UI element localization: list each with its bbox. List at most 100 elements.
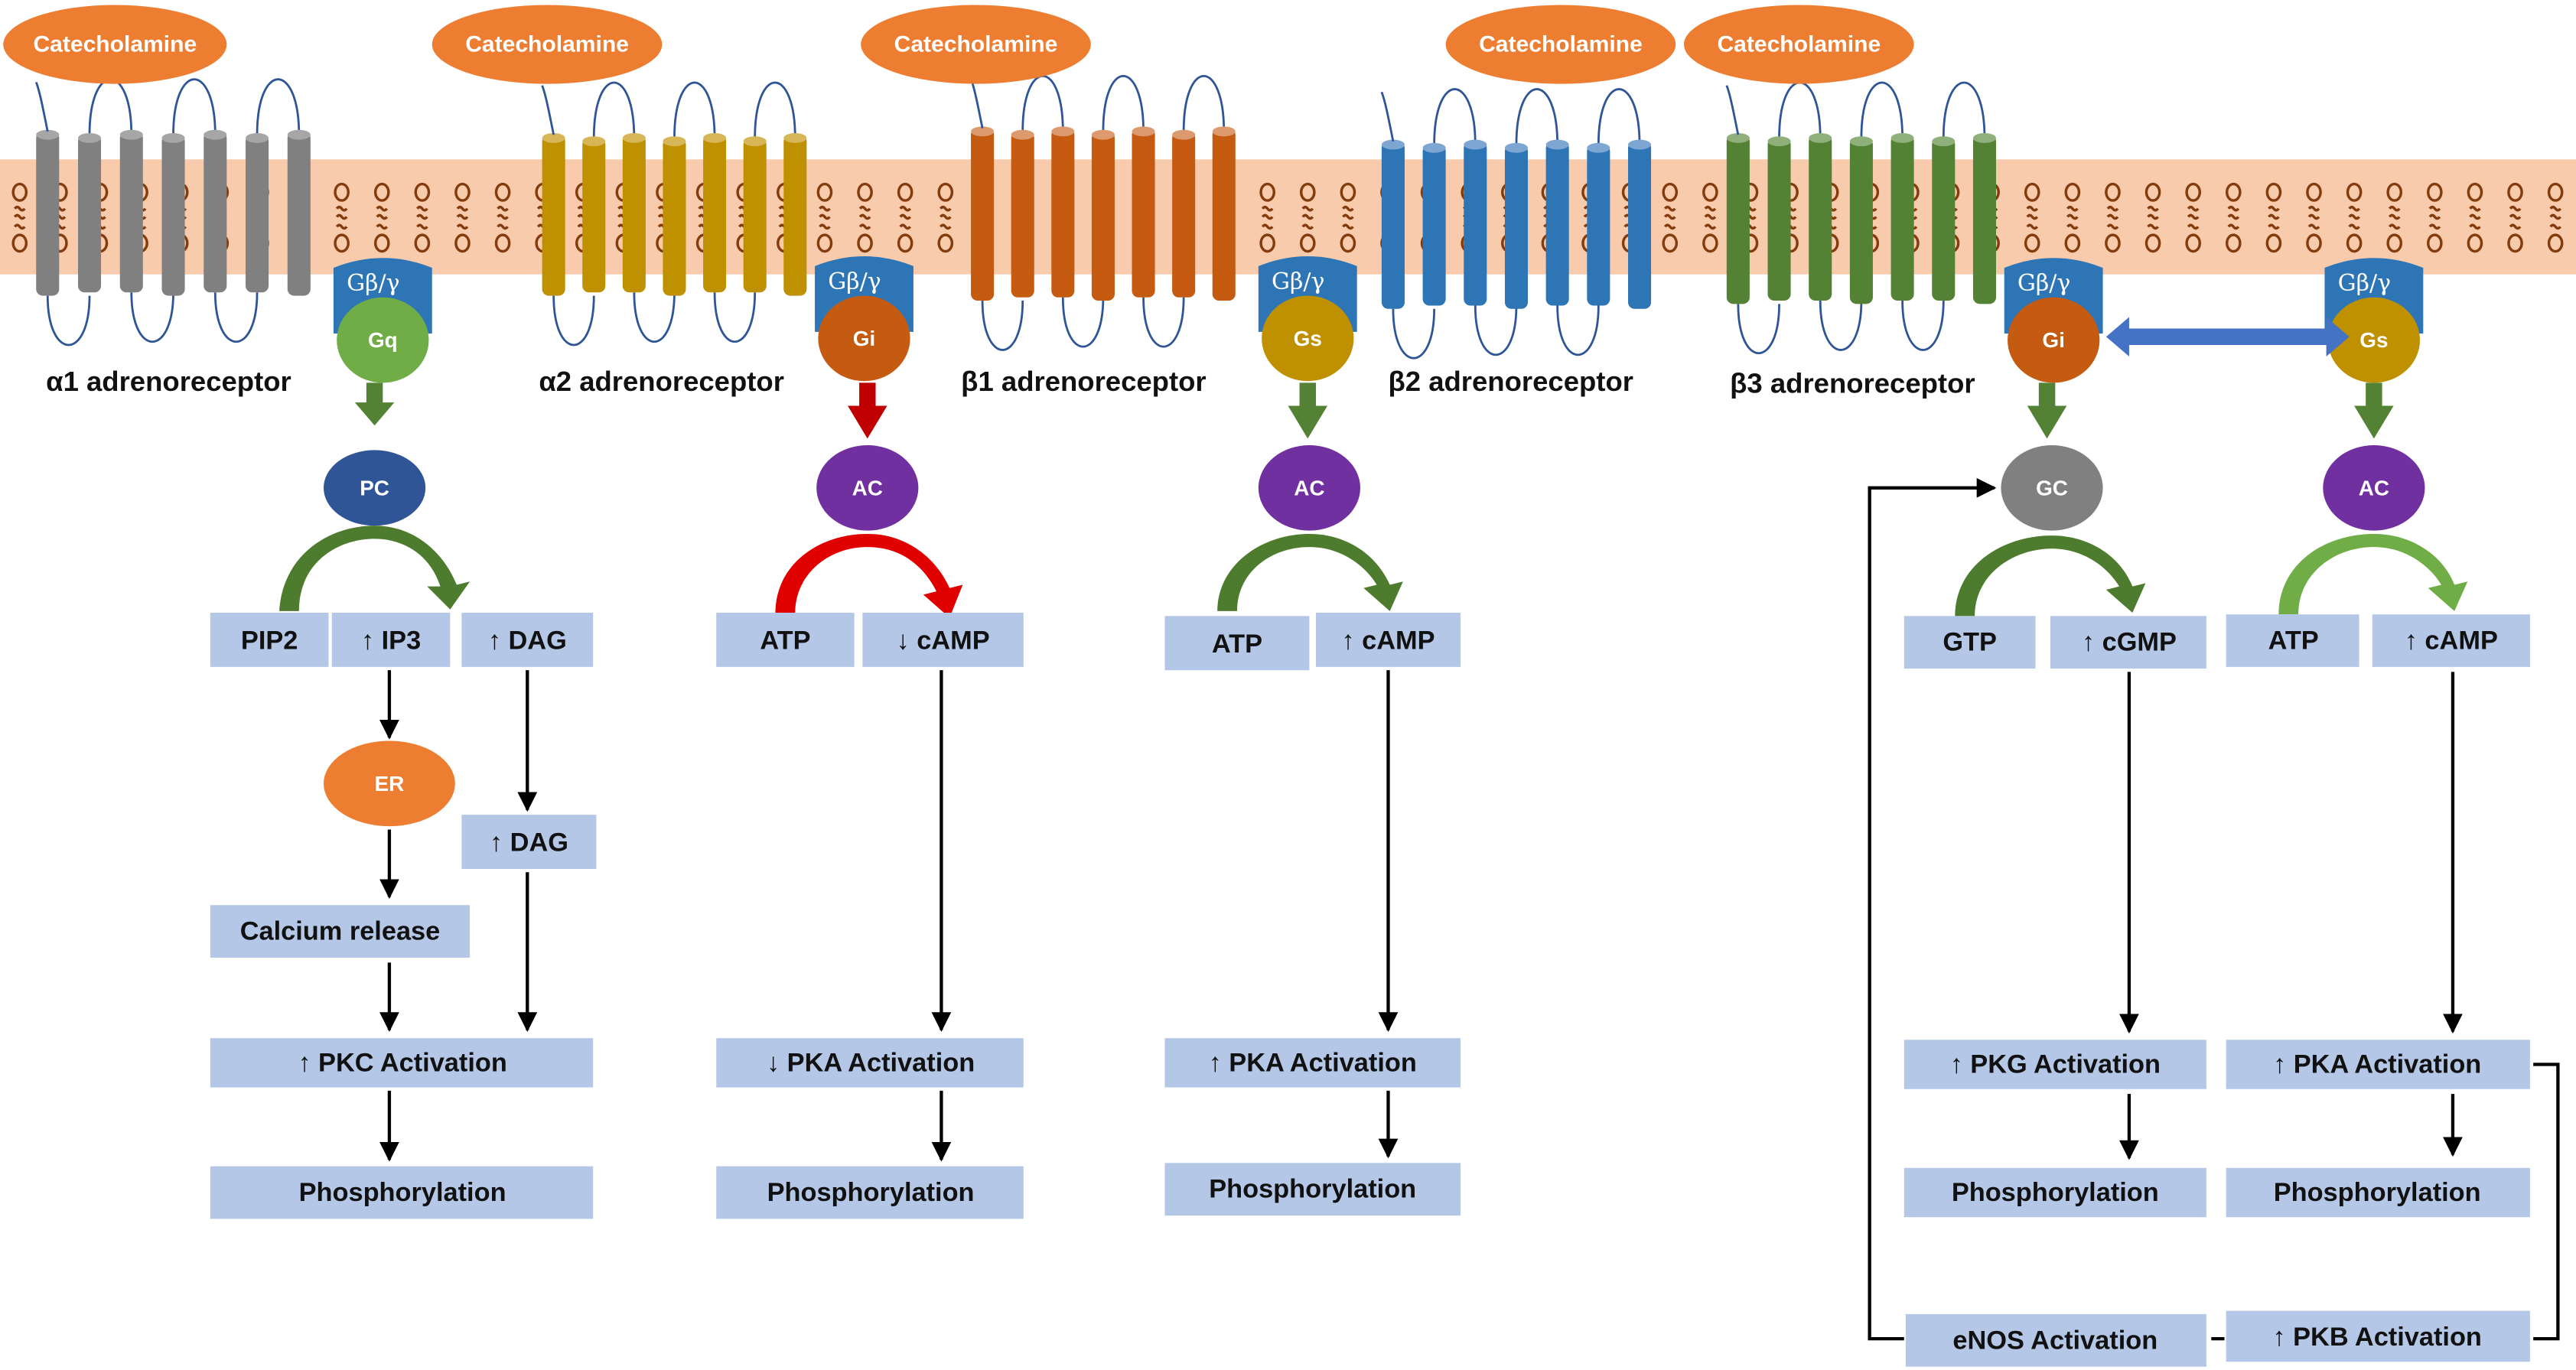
lipid <box>2105 182 2121 253</box>
pc-label: PC <box>360 476 389 500</box>
g-beta-gamma-label: Gβ/γ <box>2338 270 2391 297</box>
conversion-arrow <box>1955 535 2146 617</box>
transmembrane-helix <box>1849 138 1873 304</box>
transmembrane-helix <box>542 135 565 296</box>
phosphorylation-label: Phosphorylation <box>2274 1178 2481 1207</box>
lipid <box>2144 182 2161 253</box>
lipid <box>2225 182 2242 253</box>
transmembrane-helix <box>1091 131 1115 301</box>
g-beta-gamma-label: Gβ/γ <box>2017 270 2070 297</box>
cgmp-box <box>2050 616 2206 669</box>
lipid <box>1662 182 1679 253</box>
atp-box <box>1164 616 1310 671</box>
ac-label: AC <box>852 476 883 500</box>
receptor-label-alpha1: α1 adrenoreceptor <box>46 366 291 397</box>
lipid <box>2467 182 2483 253</box>
transmembrane-helix <box>287 131 311 296</box>
beta3-pathway: GC GTP ↑ cGMP ↑ PKG Activation Phosphory… <box>1868 317 2560 1367</box>
transmembrane-helix <box>1051 128 1075 298</box>
pka-label: ↓ PKA Activation <box>767 1048 975 1077</box>
pka-box <box>2226 1040 2530 1089</box>
activation-arrow <box>2354 382 2394 439</box>
ac-label: AC <box>2359 476 2389 500</box>
lipid <box>414 182 431 253</box>
g-beta-gamma-label: Gβ/γ <box>1272 268 1324 295</box>
gc-label: GC <box>2036 476 2068 500</box>
receptors <box>34 75 1996 360</box>
ligand-label: Catecholamine <box>1479 32 1643 57</box>
phosphorylation-label: Phosphorylation <box>1209 1175 1416 1204</box>
lipid <box>11 182 28 253</box>
g-protein-gi-beta3: Gβ/γGi <box>2004 258 2103 383</box>
transmembrane-helix <box>36 131 60 296</box>
g-alpha-label: Gs <box>2359 328 2388 352</box>
ip3-box <box>331 613 451 667</box>
transmembrane-helix <box>77 135 102 293</box>
calcium-box <box>210 905 471 958</box>
atp-label: ATP <box>2268 626 2319 656</box>
g-alpha-label: Gi <box>2042 328 2064 352</box>
transmembrane-helix <box>1726 135 1750 304</box>
phosphorylation-box <box>1904 1167 2206 1218</box>
ip3-label: ↑ IP3 <box>361 626 421 656</box>
transmembrane-helix <box>1172 131 1196 298</box>
pkc-box <box>210 1038 594 1088</box>
pka-box <box>716 1038 1024 1088</box>
ac-node <box>816 444 919 531</box>
lipid <box>2024 182 2040 253</box>
g-alpha-label: Gi <box>853 327 875 350</box>
g-beta-gamma-label: Gβ/γ <box>828 268 881 295</box>
atp-box <box>716 613 855 667</box>
ligand-alpha2: Catecholamine <box>432 5 663 84</box>
gc-node <box>2001 444 2103 531</box>
transmembrane-helix <box>1587 145 1610 306</box>
transmembrane-helix <box>1422 145 1446 306</box>
ligand-label: Catecholamine <box>465 32 629 57</box>
pka-box <box>1164 1038 1461 1088</box>
er-label: ER <box>375 772 405 796</box>
g-beta-gamma-label: Gβ/γ <box>347 270 399 297</box>
cgmp-label: ↑ cGMP <box>2082 628 2177 657</box>
pip2-label: PIP2 <box>241 626 298 656</box>
receptor-alpha2 <box>541 81 807 347</box>
transmembrane-helix <box>119 131 143 293</box>
pka-label: ↑ PKA Activation <box>1209 1048 1417 1077</box>
ligand-beta3: Catecholamine <box>1684 5 1914 84</box>
transmembrane-helix <box>1809 135 1832 301</box>
transmembrane-helix <box>1381 141 1405 309</box>
lipid <box>1259 182 1275 253</box>
lipid <box>2346 182 2363 253</box>
enos-box <box>1905 1313 2206 1367</box>
pip2-box <box>210 613 329 667</box>
camp-box <box>862 613 1024 667</box>
activation-arrow <box>354 382 395 426</box>
pka-label: ↑ PKA Activation <box>2273 1050 2481 1079</box>
conversion-arrow <box>2278 533 2468 615</box>
phosphorylation-box <box>210 1166 594 1219</box>
transmembrane-helix <box>663 138 686 296</box>
transmembrane-helix <box>1767 138 1791 301</box>
transmembrane-helix <box>1972 135 1996 304</box>
g-alpha-label: Gs <box>1294 327 1322 350</box>
ligand-label: Catecholamine <box>1717 32 1881 57</box>
transmembrane-helix <box>161 135 185 296</box>
conversion-arrow <box>775 533 963 618</box>
cell-membrane <box>0 159 2576 275</box>
g-alpha-subunit <box>2008 297 2100 383</box>
crosstalk-double-arrow <box>2105 317 2350 357</box>
lipid <box>816 182 833 253</box>
lipid <box>2386 182 2403 253</box>
lipid <box>897 182 913 253</box>
gtp-box <box>1904 616 2036 669</box>
beta12-pathway: AC ATP ↑ cAMP ↑ PKA Activation Phosphory… <box>1164 382 1461 1216</box>
transmembrane-helix <box>1627 141 1652 309</box>
transmembrane-helix <box>703 135 727 293</box>
pkg-box <box>1904 1040 2206 1089</box>
ligand-beta1: Catecholamine <box>861 5 1091 84</box>
lipid <box>2064 182 2081 253</box>
pkb-label: ↑ PKB Activation <box>2272 1323 2482 1352</box>
phosphorylation-box <box>716 1166 1024 1219</box>
inhibition-arrow <box>848 382 887 439</box>
g-alpha-label: Gq <box>368 328 398 352</box>
